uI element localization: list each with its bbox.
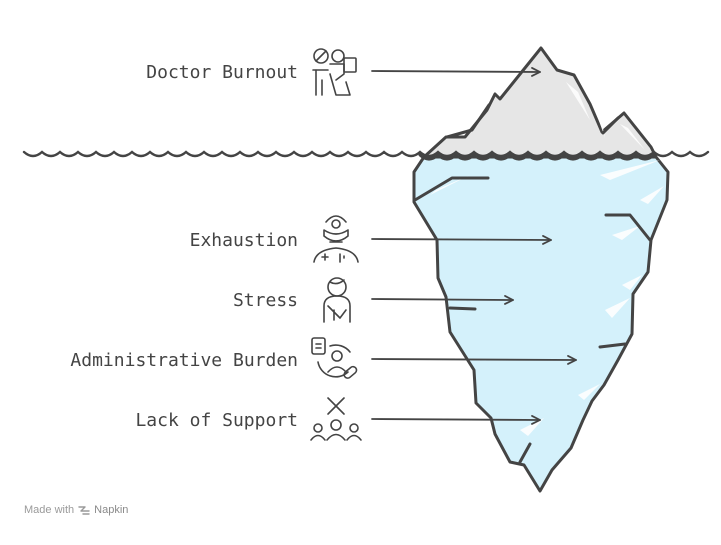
footer-prefix: Made with <box>24 504 75 516</box>
tired-doctor-icon <box>313 215 359 263</box>
footer-credit[interactable]: Made with Napkin <box>24 504 128 516</box>
arrow-lack-of-support <box>371 415 541 425</box>
footer-brand: Napkin <box>94 504 129 516</box>
arrow-exhaustion <box>371 235 552 245</box>
doctor-at-desk-icon <box>312 48 357 96</box>
stressed-person-icon <box>323 277 351 323</box>
arrow-doctor-burnout <box>371 67 541 77</box>
iceberg-underwater <box>412 155 670 493</box>
label-administrative-burden: Administrative Burden <box>70 350 298 371</box>
label-stress: Stress <box>232 290 298 311</box>
tip-cracks <box>445 103 620 139</box>
arrows <box>371 67 577 425</box>
isolated-group-icon <box>310 397 362 441</box>
arrow-stress <box>371 295 514 305</box>
label-exhaustion: Exhaustion <box>189 230 298 251</box>
water-line-iceberg <box>418 152 656 161</box>
napkin-logo-icon <box>78 506 90 515</box>
iceberg-tip <box>422 46 658 159</box>
paperwork-pills-icon <box>311 337 358 379</box>
water-line <box>22 150 710 158</box>
label-lack-of-support: Lack of Support <box>135 410 298 431</box>
ice-cracks <box>413 176 652 464</box>
arrow-administrative-burden <box>371 355 577 365</box>
ice-highlights <box>430 160 664 436</box>
label-doctor-burnout: Doctor Burnout <box>146 62 298 83</box>
